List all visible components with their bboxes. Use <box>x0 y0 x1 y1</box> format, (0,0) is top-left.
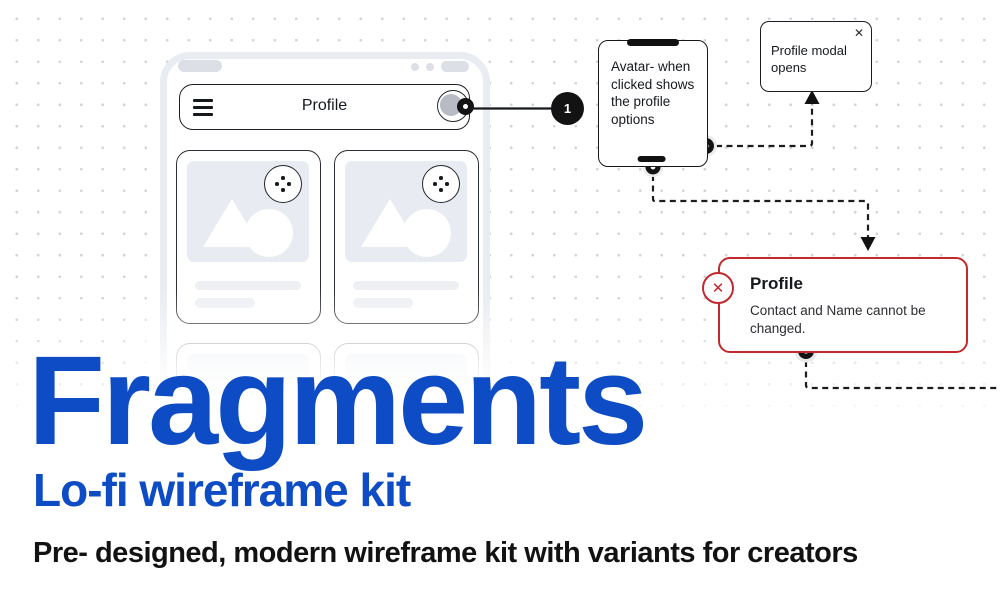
image-circle-icon <box>245 209 293 257</box>
profile-error-card[interactable]: ✕ Profile Contact and Name cannot be cha… <box>702 257 968 353</box>
avatar-connector-node[interactable] <box>457 98 474 115</box>
note-clamp-top <box>627 39 679 46</box>
phone-fade-overlay <box>140 288 520 453</box>
hero-tagline: Pre- designed, modern wireframe kit with… <box>33 537 858 569</box>
statusbar-battery <box>441 61 469 72</box>
arrowhead-down-icon <box>860 237 876 251</box>
connector-note-to-modal <box>716 103 814 148</box>
avatar-fill <box>440 94 462 116</box>
modal-note-text: Profile modal opens <box>771 43 847 75</box>
page-title: Profile <box>301 97 348 114</box>
avatar[interactable] <box>437 90 474 122</box>
hero-title: Fragments <box>28 330 648 471</box>
connector-profile-card-out <box>804 361 1000 390</box>
connector-note-to-profile-card <box>651 175 870 238</box>
sticky-note-avatar[interactable]: Avatar- when clicked shows the profile o… <box>598 39 708 167</box>
image-circle-icon <box>403 209 451 257</box>
profile-card-title: Profile <box>750 274 803 293</box>
hero-subtitle: Lo-fi wireframe kit <box>33 464 411 516</box>
annotation-marker-1[interactable]: 1 <box>551 92 584 125</box>
statusbar-dot-icon <box>426 62 434 71</box>
statusbar-dot-icon <box>411 62 419 71</box>
phone-statusbar <box>167 60 483 74</box>
app-header-bar: Profile <box>179 84 474 130</box>
close-icon[interactable]: ✕ <box>853 26 864 40</box>
hamburger-menu-icon[interactable] <box>193 99 213 120</box>
text-skeleton-line <box>195 281 301 290</box>
image-placeholder <box>187 161 309 262</box>
statusbar-speaker <box>178 60 222 72</box>
text-skeleton-line <box>353 281 459 290</box>
note-text: Avatar- when clicked shows the profile o… <box>611 59 695 127</box>
note-clamp-bottom <box>637 156 666 162</box>
drag-dots-icon[interactable] <box>264 165 302 203</box>
arrowhead-up-icon <box>804 90 820 104</box>
profile-card-body: Contact and Name cannot be changed. <box>750 303 926 336</box>
modal-note[interactable]: ✕ Profile modal opens <box>760 21 872 92</box>
error-x-icon: ✕ <box>702 272 734 304</box>
drag-dots-icon[interactable] <box>422 165 460 203</box>
